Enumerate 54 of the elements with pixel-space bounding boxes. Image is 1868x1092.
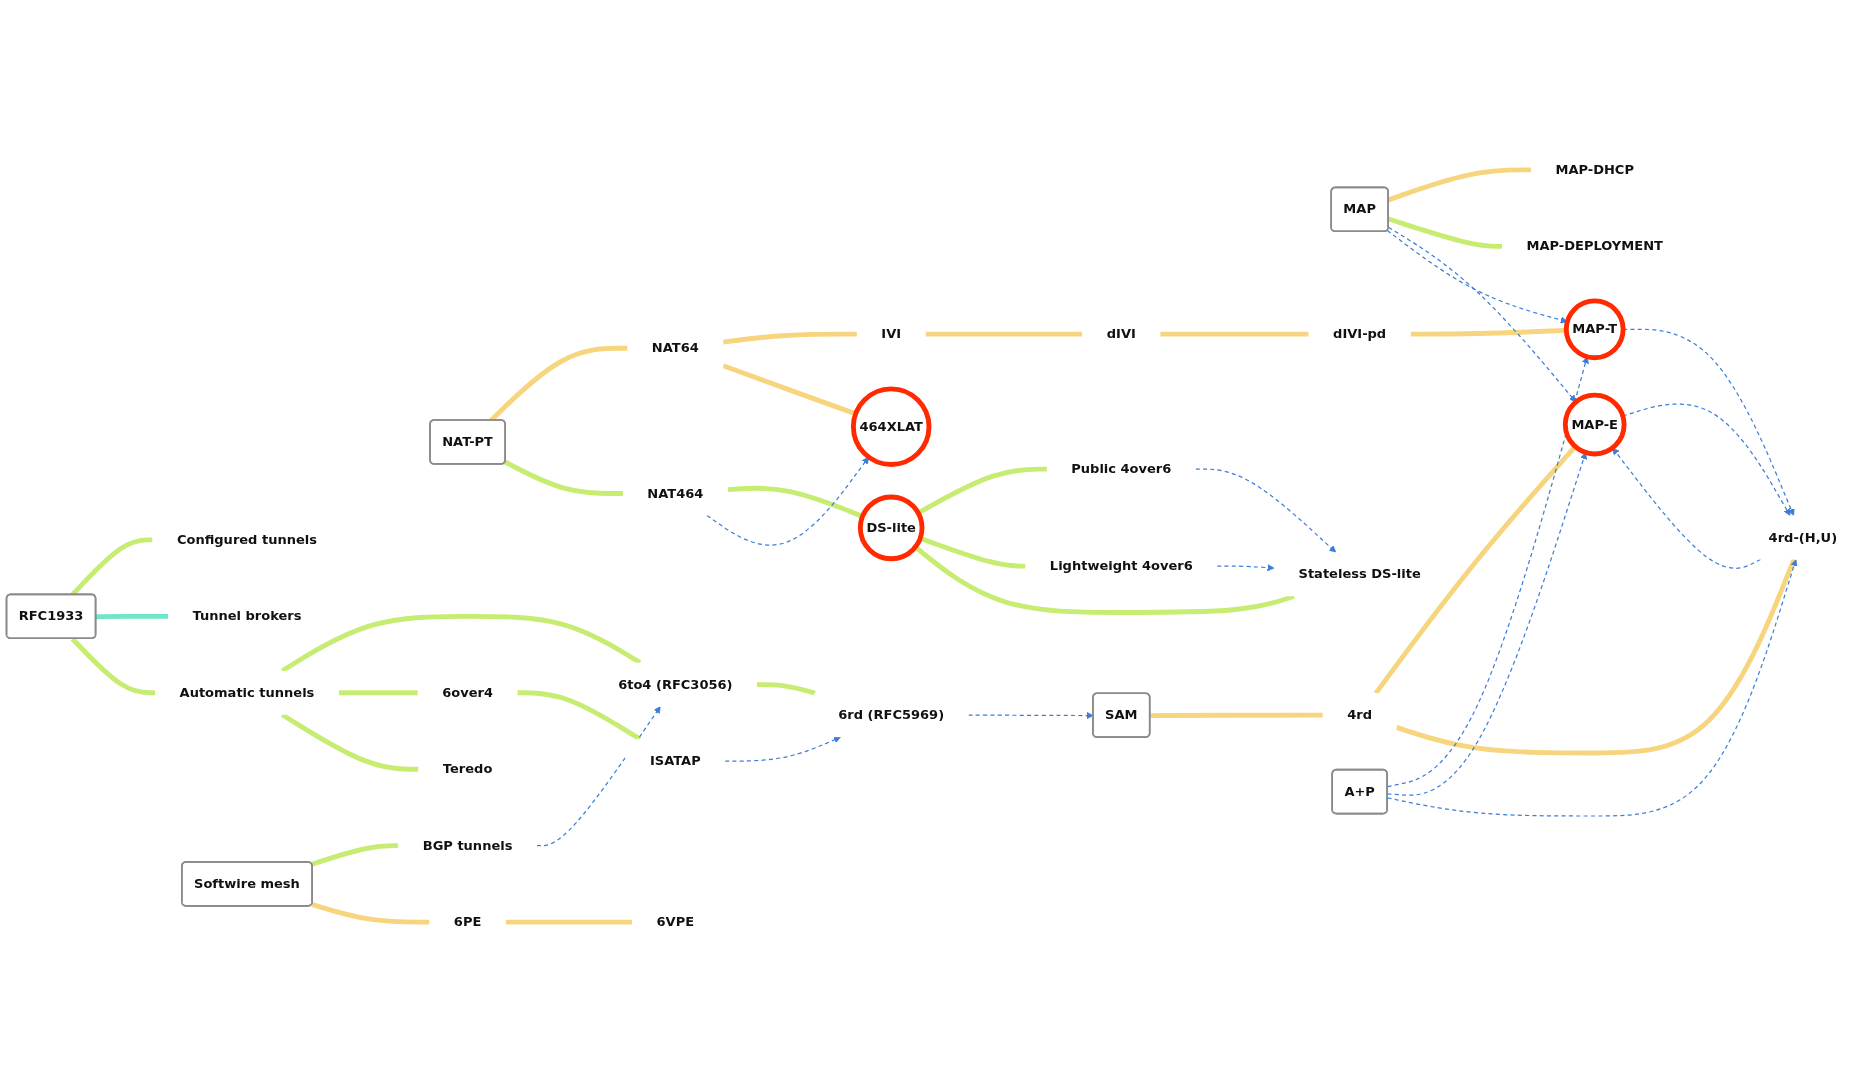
node-text: 6VPE [656, 913, 695, 930]
connector [722, 331, 857, 345]
connector [505, 919, 633, 925]
connector [517, 690, 642, 742]
node-text: BGP tunnels [422, 837, 513, 853]
arrow [1612, 447, 1762, 569]
connector [925, 331, 1083, 337]
node-text: NAT64 [651, 340, 699, 356]
node-text: dIVI-pd [1333, 326, 1387, 342]
node-text: Lightweight 4over6 [1049, 557, 1193, 574]
connector [1150, 712, 1323, 718]
connector [504, 459, 623, 496]
connector [1160, 331, 1309, 337]
node-text: 4rd-(H,U) [1768, 529, 1838, 545]
node-text: MAP-DEPLOYMENT [1526, 238, 1663, 254]
node-circle: MAP-T [1563, 298, 1626, 361]
connector [338, 690, 418, 696]
connector [727, 485, 864, 519]
node-text: Public 4over6 [1071, 461, 1172, 477]
node-text: IVI [881, 326, 902, 342]
node-text: 6PE [453, 913, 482, 930]
node-text: Automatic tunnels [179, 684, 315, 701]
connector [70, 637, 156, 696]
node-circle: 464XLAT [850, 386, 932, 467]
node-text: Teredo [442, 761, 493, 777]
connector [917, 466, 1047, 516]
node-text: MAP-DHCP [1555, 161, 1634, 178]
connector [95, 613, 169, 620]
arrow [1216, 564, 1275, 572]
arrow [1195, 468, 1337, 553]
node-circle: DS-lite [857, 494, 925, 562]
arrow [706, 456, 870, 546]
node-text: Stateless DS-lite [1298, 566, 1421, 582]
node-text: NAT464 [647, 485, 704, 501]
node-text: Configured tunnels [176, 531, 318, 548]
connector [311, 902, 430, 925]
arrow [1387, 226, 1577, 403]
node-text: 6over4 [442, 684, 493, 701]
node-text: dIVI [1106, 326, 1136, 342]
node-circle: MAP-E [1562, 392, 1627, 457]
node-text: 6rd (RFC5969) [838, 707, 945, 723]
arrow [1622, 328, 1795, 516]
arrow [724, 736, 841, 762]
connector [913, 545, 1295, 615]
connector [311, 843, 399, 867]
connector [280, 712, 419, 772]
arrow [536, 706, 661, 847]
connector [756, 682, 816, 696]
node-text: Tunnel brokers [192, 608, 302, 624]
connector [1373, 444, 1577, 695]
node-text: 6to4 (RFC3056) [618, 676, 733, 692]
node-text: 4rd [1347, 707, 1373, 723]
connector [280, 613, 642, 673]
connector [1395, 558, 1797, 756]
